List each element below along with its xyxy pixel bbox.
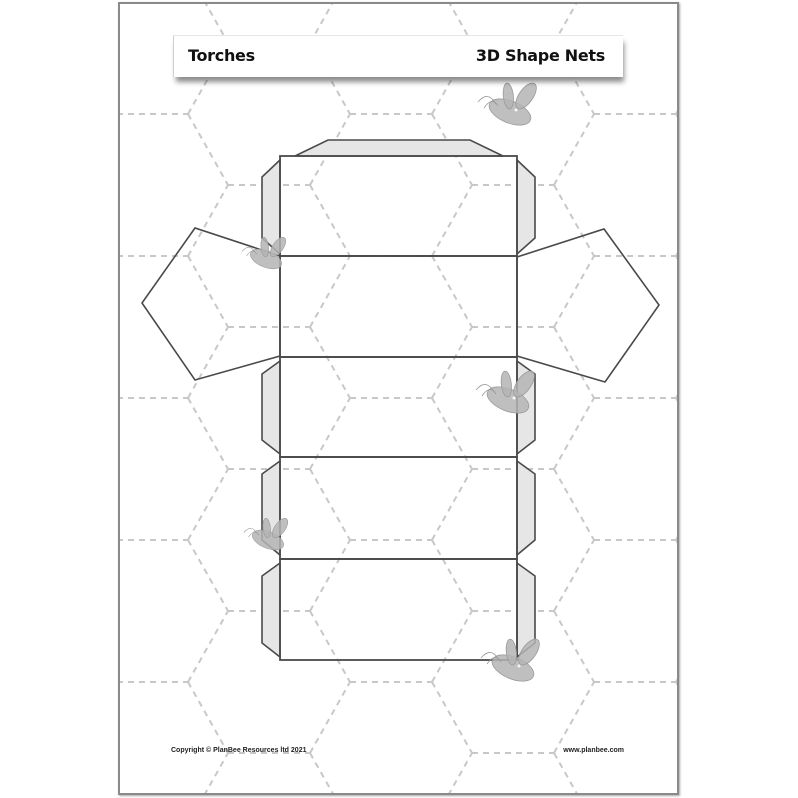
bee-icon bbox=[480, 638, 540, 682]
bee-icon bbox=[475, 370, 535, 414]
face-rect-3 bbox=[279, 356, 518, 458]
worksheet-subtitle: 3D Shape Nets bbox=[475, 46, 605, 65]
bee-icon bbox=[477, 82, 537, 126]
right-flap-4 bbox=[516, 459, 536, 557]
worksheet-title: Torches bbox=[188, 46, 255, 65]
left-pentagon bbox=[141, 227, 281, 381]
left-flap-5 bbox=[261, 561, 281, 659]
face-rect-2 bbox=[279, 255, 518, 358]
bee-decorations bbox=[241, 82, 540, 682]
face-rect-1 bbox=[279, 155, 518, 257]
left-flap-3 bbox=[261, 359, 281, 456]
copyright-text: Copyright © PlanBee Resources ltd 2021 bbox=[171, 747, 307, 754]
bee-icon bbox=[243, 518, 289, 551]
website-link[interactable]: www.planbee.com bbox=[563, 747, 624, 754]
rectangle-faces bbox=[279, 155, 518, 661]
top-flap bbox=[294, 139, 504, 157]
pentagon-faces bbox=[141, 227, 660, 383]
right-pentagon bbox=[516, 228, 660, 383]
right-flap-1 bbox=[516, 158, 536, 256]
bee-icon bbox=[241, 237, 287, 270]
header-banner: Torches 3D Shape Nets bbox=[173, 35, 623, 77]
face-rect-5 bbox=[279, 558, 518, 661]
face-rect-4 bbox=[279, 456, 518, 560]
